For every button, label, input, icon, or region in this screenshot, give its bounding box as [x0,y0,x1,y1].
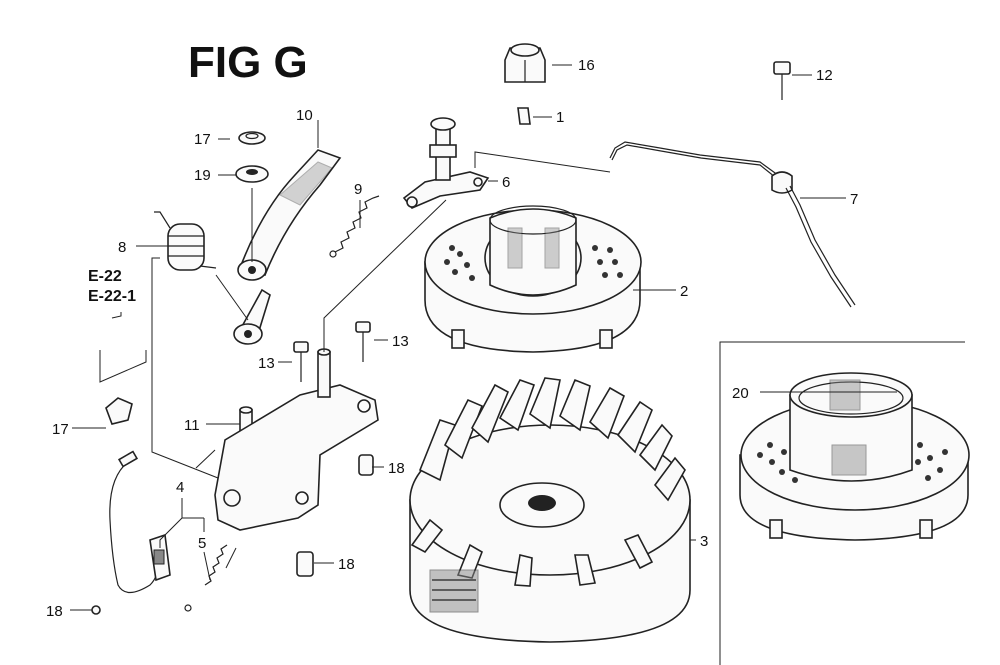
part-10-lever[interactable] [237,149,342,281]
assembly-guides [99,151,611,479]
callout-5: 5 [198,535,206,552]
part-18-wire[interactable] [91,450,159,615]
callout-16: 17 [194,131,211,148]
part-1-key[interactable] [517,107,531,125]
part-4-switch[interactable] [149,533,171,582]
part-17-dowel-b[interactable] [296,551,314,577]
callout-3: 3 [700,533,708,550]
callout-8: 8 [118,239,126,256]
callout-1: 1 [556,109,564,126]
part-6-bracket[interactable] [402,117,490,209]
callout-labels: 16 1 12 7 6 2 3 20 10 17 19 9 8 11 13 13… [46,57,858,620]
callout-9: 9 [354,181,362,198]
callout-20: 20 [732,385,749,402]
callout-15: 17 [52,421,69,438]
figure-title: FIG G [188,38,308,87]
callout-2: 2 [680,283,688,300]
reference-e22[interactable]: E-22 [88,268,122,285]
pulley-holes [444,245,623,281]
base-plate[interactable] [214,348,379,531]
callout-17-a: 18 [388,460,405,477]
callout-13-a: 13 [258,355,275,372]
part-12-bolt[interactable] [773,61,791,100]
callout-10: 10 [296,107,313,124]
part-13-bolt-a[interactable] [293,341,309,382]
part-14-nut[interactable] [504,43,546,83]
pulley-alt-holes [757,442,948,483]
part-7-rod[interactable] [609,141,856,308]
part-5-spring[interactable] [204,544,228,586]
callout-19: 19 [194,167,211,184]
callout-14: 16 [578,57,595,74]
callout-11: 11 [184,417,200,434]
part-19-washer[interactable] [235,165,269,183]
part-2-pulley[interactable] [424,205,642,353]
callout-17-b: 18 [338,556,355,573]
part-8-torsion-spring[interactable] [154,211,217,271]
part-20-pulley-alt[interactable] [739,372,970,541]
leader-lines [70,64,897,611]
callout-6: 6 [502,174,510,191]
flywheel-fins [410,377,686,587]
reference-e22-1[interactable]: E-22-1 [88,288,137,305]
part-3-flywheel[interactable] [409,377,691,643]
callout-18: 18 [46,603,63,620]
part-13-bolt-b[interactable] [355,321,371,362]
inset-frame [719,341,965,665]
part-15-clip[interactable] [105,397,133,425]
part-17-dowel-a[interactable] [358,454,374,476]
callout-7: 7 [850,191,858,208]
part-16-clip[interactable] [238,131,266,145]
part-9-spring[interactable] [329,195,380,258]
callout-4: 4 [176,479,184,496]
callout-12: 12 [816,67,833,84]
callout-13-b: 13 [392,333,409,350]
